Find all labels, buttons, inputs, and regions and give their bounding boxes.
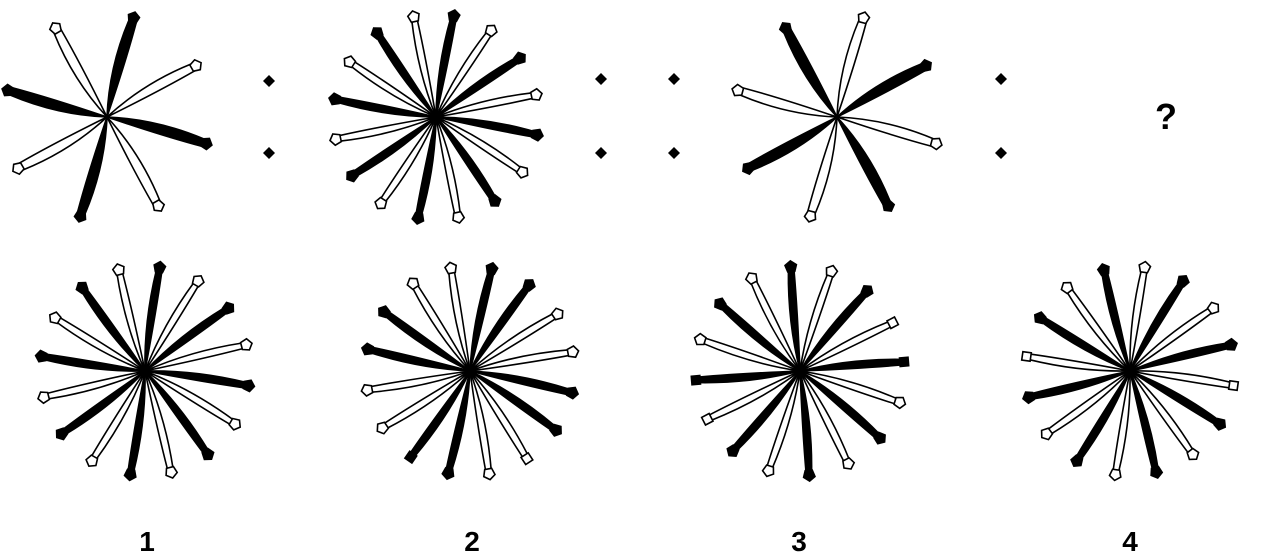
colon-dot [595,73,607,85]
black-tip [412,213,423,224]
white-tip [229,419,240,430]
option-figure-4[interactable] [1022,262,1239,481]
colon-dot [263,75,275,87]
white-tip [445,262,456,273]
white-tip [113,264,124,275]
white-tip [931,139,942,150]
black-tip [532,130,543,141]
white-tip [827,266,838,277]
black-tip [1098,264,1109,275]
white-tip [50,312,61,323]
white-tip [408,11,419,22]
black-tip [691,376,700,385]
black-tip [920,60,931,71]
black-tip [129,12,140,23]
black-tip [804,470,815,481]
black-tip [329,93,340,104]
white-tip [1110,469,1121,480]
white-tip [843,458,854,469]
white-tip [805,211,816,222]
white-tip [695,334,706,345]
black-tip [125,469,136,480]
black-tip [785,261,796,272]
white-tip [50,23,61,34]
black-tip [1151,467,1162,478]
colon-dot [668,147,680,159]
colon-dot [668,73,680,85]
question-figure-1 [2,12,212,222]
white-tip [859,12,870,23]
option-figure-1[interactable] [36,262,255,481]
black-tip [780,23,791,34]
option-label-1[interactable]: 1 [127,526,167,558]
white-tip [86,455,97,466]
black-tip [2,85,13,96]
black-tip [743,163,754,174]
colon-dot [263,147,275,159]
option-figure-3[interactable] [691,261,908,481]
question-figure-3 [732,12,942,222]
white-tip [38,392,49,403]
ratio-colon-1 [263,75,275,159]
white-tip [1022,352,1032,362]
black-tip [487,263,498,274]
black-tip [567,388,578,399]
black-tip [1035,312,1046,323]
white-tip [241,339,252,350]
white-tip [484,468,495,479]
ratio-colon-2 [995,73,1007,159]
white-tip [453,212,464,223]
colon-dot [995,73,1007,85]
double-colon [595,73,680,159]
black-tip [1214,419,1225,430]
white-tip [1139,262,1150,273]
black-tip [243,380,254,391]
black-tip [900,357,909,366]
black-tip [201,139,212,150]
colon-dot [995,147,1007,159]
option-figure-2[interactable] [361,262,578,479]
black-tip [154,262,165,273]
black-tip [883,200,894,211]
white-tip [894,398,905,409]
black-tip [1178,276,1189,287]
white-tip [190,60,201,71]
white-tip [763,465,774,476]
white-tip [732,85,743,96]
white-tip [361,385,372,396]
question-mark: ? [1155,96,1177,138]
black-tip [36,351,47,362]
option-label-2[interactable]: 2 [452,526,492,558]
question-figure-2 [329,10,543,224]
black-tip [1071,455,1082,466]
black-tip [1226,339,1237,350]
black-tip [442,468,453,479]
white-tip [746,273,757,284]
white-tip [13,163,24,174]
option-label-3[interactable]: 3 [779,526,819,558]
white-tip [153,200,164,211]
white-tip [166,467,177,478]
white-tip [1229,381,1239,391]
white-tip [193,276,204,287]
option-label-4[interactable]: 4 [1110,526,1150,558]
black-tip [449,10,460,21]
white-tip [531,89,542,100]
white-tip [330,134,341,145]
black-tip [1023,392,1034,403]
black-tip [362,343,373,354]
colon-dot [595,147,607,159]
white-tip [567,346,578,357]
black-tip [75,211,86,222]
